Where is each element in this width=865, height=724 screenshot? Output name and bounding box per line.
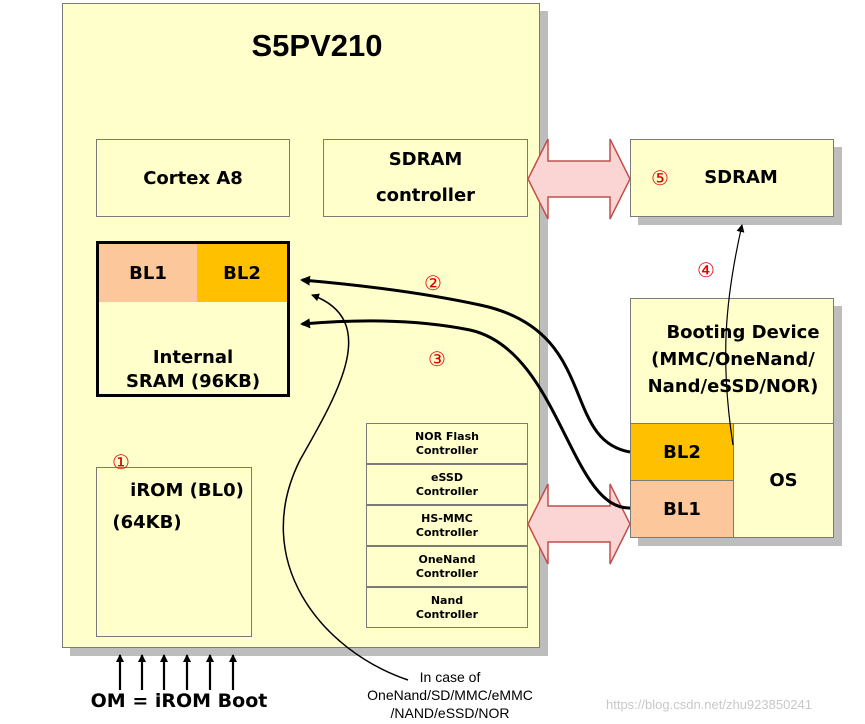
device-bus-arrow: [527, 483, 631, 565]
note-line-3: /NAND/eSSD/NOR: [390, 705, 510, 721]
sdram-controller-label-2: controller: [375, 185, 476, 206]
irom-label-1: iROM (BL0): [130, 480, 244, 501]
sram-bl2-label: BL2: [223, 262, 261, 284]
essd-controller: eSSD Controller: [366, 464, 528, 505]
nor-flash-controller-label-2: Controller: [415, 443, 479, 457]
device-bl2: BL2: [631, 423, 734, 480]
sdram-bus-arrow: [527, 138, 631, 220]
booting-device-label-1: Booting Device: [666, 322, 820, 343]
note-pointer-curve: [282, 293, 409, 681]
watermark-text: https://blog.csdn.net/zhu923850241: [606, 697, 812, 712]
nand-controller-label-2: Controller: [415, 607, 479, 621]
external-sdram-block: ⑤ SDRAM: [630, 139, 834, 217]
device-bl1: BL1: [631, 480, 734, 537]
hs-mmc-controller-label-2: Controller: [415, 525, 479, 539]
step-2-marker: ②: [424, 271, 442, 295]
sram-bl1: BL1: [99, 244, 197, 302]
nor-flash-controller-label-1: NOR Flash: [415, 429, 479, 443]
sram-caption-1: Internal: [152, 347, 234, 368]
booting-device-label-2: (MMC/OneNand/: [651, 349, 815, 370]
external-sdram-label: SDRAM: [704, 167, 778, 188]
boot-source-note: In case of OneNand/SD/MMC/eMMC /NAND/eSS…: [340, 668, 560, 722]
device-os: OS: [734, 423, 833, 537]
step-1-marker: ①: [112, 450, 130, 474]
device-os-label: OS: [769, 470, 798, 491]
controller-stack: NOR Flash Controller eSSD Controller HS-…: [366, 423, 528, 628]
cortex-a8-block: Cortex A8: [96, 139, 290, 217]
om-label: OM = iROM Boot: [90, 690, 268, 712]
device-bl1-label: BL1: [663, 498, 701, 520]
note-line-2: OneNand/SD/MMC/eMMC: [367, 687, 533, 703]
onenand-controller-label-1: OneNand: [418, 552, 476, 566]
essd-controller-label-1: eSSD: [431, 470, 463, 484]
step-2-arrow: [300, 275, 631, 454]
onenand-controller: OneNand Controller: [366, 546, 528, 587]
step-4-marker: ④: [697, 258, 715, 282]
nor-flash-controller: NOR Flash Controller: [366, 423, 528, 464]
chip-title: S5PV210: [251, 28, 383, 63]
sram-caption: Internal SRAM (96KB): [99, 346, 287, 394]
om-pins: [116, 654, 237, 690]
step-4-arrow: [725, 224, 745, 446]
sdram-controller-label-1: SDRAM: [388, 149, 463, 170]
booting-device-caption: Booting Device (MMC/OneNand/ Nand/eSSD/N…: [631, 319, 835, 400]
cortex-a8-label: Cortex A8: [143, 167, 243, 189]
irom-label-2: (64KB): [112, 512, 182, 533]
sram-caption-2: SRAM (96KB): [125, 371, 261, 392]
hs-mmc-controller: HS-MMC Controller: [366, 505, 528, 546]
device-bl2-label: BL2: [663, 441, 701, 463]
sdram-controller-block: SDRAM controller: [323, 139, 528, 217]
nand-controller: Nand Controller: [366, 587, 528, 628]
onenand-controller-label-2: Controller: [415, 566, 479, 580]
step-5-marker: ⑤: [651, 166, 669, 190]
step-3-marker: ③: [428, 347, 446, 371]
hs-mmc-controller-label-1: HS-MMC: [421, 511, 473, 525]
essd-controller-label-2: Controller: [415, 484, 479, 498]
booting-device-block: Booting Device (MMC/OneNand/ Nand/eSSD/N…: [630, 298, 834, 538]
booting-device-label-3: Nand/eSSD/NOR): [647, 376, 819, 397]
step-3-arrow: [300, 318, 631, 510]
sram-bl1-label: BL1: [129, 262, 167, 284]
nand-controller-label-1: Nand: [430, 593, 464, 607]
internal-sram-block: BL1 BL2 Internal SRAM (96KB): [96, 241, 290, 397]
sram-bl2: BL2: [197, 244, 287, 302]
irom-block: iROM (BL0) (64KB): [96, 467, 252, 637]
note-line-1: In case of: [419, 669, 481, 685]
